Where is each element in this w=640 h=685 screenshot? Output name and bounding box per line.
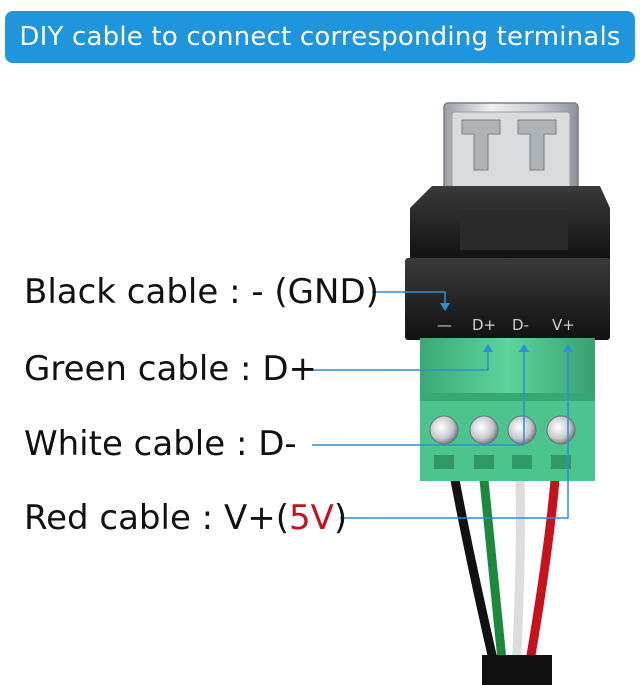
screw-3 bbox=[507, 415, 537, 445]
cable-jacket bbox=[482, 655, 552, 685]
white-cable-label: White cable : D- bbox=[24, 424, 297, 464]
green-cable-text: Green cable : D+ bbox=[24, 349, 317, 389]
wires bbox=[450, 479, 560, 685]
screw-1 bbox=[429, 415, 459, 445]
terminal-vplus: V+ bbox=[552, 316, 575, 334]
green-terminal-block bbox=[420, 338, 595, 481]
usb-a-female-port bbox=[443, 102, 579, 196]
white-cable-text: White cable : D- bbox=[24, 424, 297, 464]
black-cable-text: Black cable : - (GND) bbox=[24, 272, 379, 312]
green-cable-label: Green cable : D+ bbox=[24, 349, 317, 389]
leader-lines bbox=[312, 291, 573, 519]
title-banner: DIY cable to connect corresponding termi… bbox=[5, 11, 635, 63]
terminal-dminus: D- bbox=[512, 316, 529, 334]
white-wire-edge bbox=[510, 479, 525, 685]
leader-black bbox=[372, 291, 446, 305]
red-cable-label: Red cable : V+(5V) bbox=[24, 498, 347, 538]
title-text: DIY cable to connect corresponding termi… bbox=[19, 22, 621, 52]
red-cable-suffix: ) bbox=[333, 498, 348, 538]
terminal-dplus: D+ bbox=[472, 316, 496, 334]
black-housing: — D+ D- V+ bbox=[405, 186, 610, 340]
leader-red bbox=[340, 350, 569, 519]
black-cable-label: Black cable : - (GND) bbox=[24, 272, 379, 312]
leader-green bbox=[312, 350, 489, 371]
red-wire bbox=[521, 479, 560, 685]
red-cable-text: Red cable : V+( bbox=[24, 498, 289, 538]
voltage-highlight: 5V bbox=[288, 498, 334, 538]
leader-white bbox=[312, 350, 525, 446]
screw-2 bbox=[469, 415, 499, 445]
terminal-gnd: — bbox=[437, 316, 452, 334]
screw-4 bbox=[546, 415, 576, 445]
